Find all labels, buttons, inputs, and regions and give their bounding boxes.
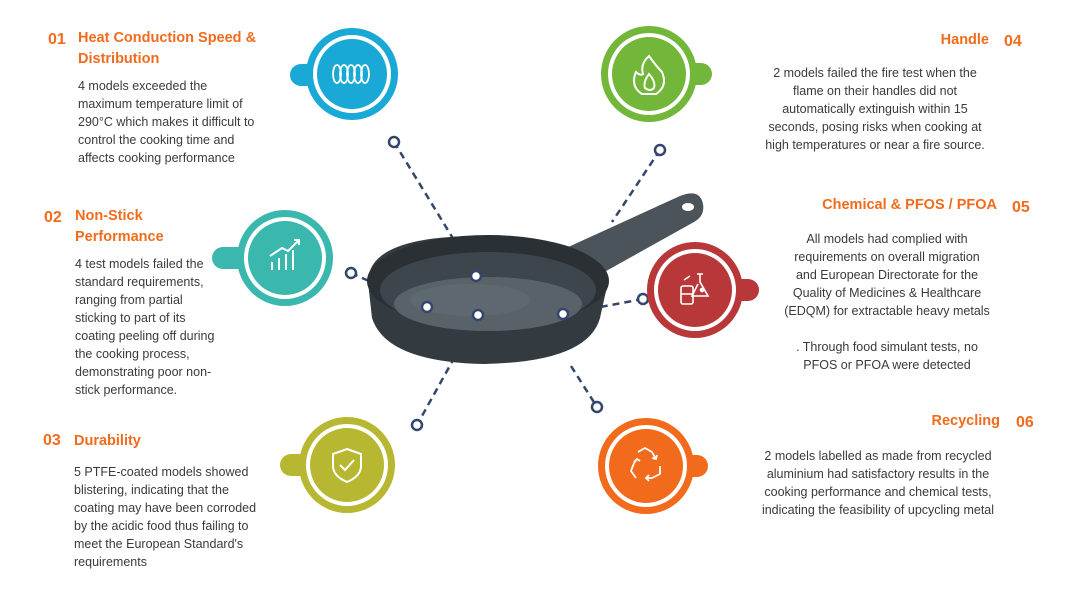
frying-pan-illustration bbox=[367, 193, 704, 364]
section-04-title: Handle bbox=[940, 32, 989, 48]
section-05-body: All models had complied with requirement… bbox=[784, 232, 990, 372]
badge-05 bbox=[647, 242, 759, 338]
section-03-title: Durability bbox=[74, 433, 141, 449]
section-06-number: 06 bbox=[1016, 414, 1034, 431]
section-05-number: 05 bbox=[1012, 199, 1030, 216]
pan-handle bbox=[560, 193, 704, 280]
section-04-number: 04 bbox=[1004, 33, 1022, 50]
section-02-body: 4 test models failed the standard requir… bbox=[75, 257, 215, 397]
badge-03 bbox=[280, 417, 395, 513]
shield-check-icon bbox=[332, 447, 362, 484]
section-01-number: 01 bbox=[48, 31, 66, 48]
lab-flask-icon bbox=[680, 273, 710, 305]
section-05-title: Chemical & PFOS / PFOA bbox=[822, 197, 997, 213]
flame-icon bbox=[633, 54, 665, 95]
growth-chart-icon bbox=[269, 239, 300, 270]
section-03-body: 5 PTFE-coated models showed blistering, … bbox=[74, 465, 257, 569]
section-02-title: Non-Stick Performance bbox=[75, 208, 164, 245]
recycle-icon bbox=[629, 446, 661, 482]
heating-coil-icon bbox=[332, 64, 370, 84]
badge-01 bbox=[290, 28, 398, 120]
section-01-body: 4 models exceeded the maximum temperatur… bbox=[78, 79, 255, 165]
section-03-number: 03 bbox=[43, 432, 61, 449]
badge-02 bbox=[212, 210, 333, 306]
section-04-body: 2 models failed the fire test when the f… bbox=[765, 66, 985, 152]
section-01-title: Heat Conduction Speed & Distribution bbox=[78, 30, 257, 67]
badge-06 bbox=[598, 418, 708, 514]
section-06-body: 2 models labelled as made from recycled … bbox=[761, 449, 995, 517]
section-02-number: 02 bbox=[44, 209, 62, 226]
section-06-title: Recycling bbox=[931, 413, 1001, 429]
badge-04 bbox=[601, 26, 712, 122]
